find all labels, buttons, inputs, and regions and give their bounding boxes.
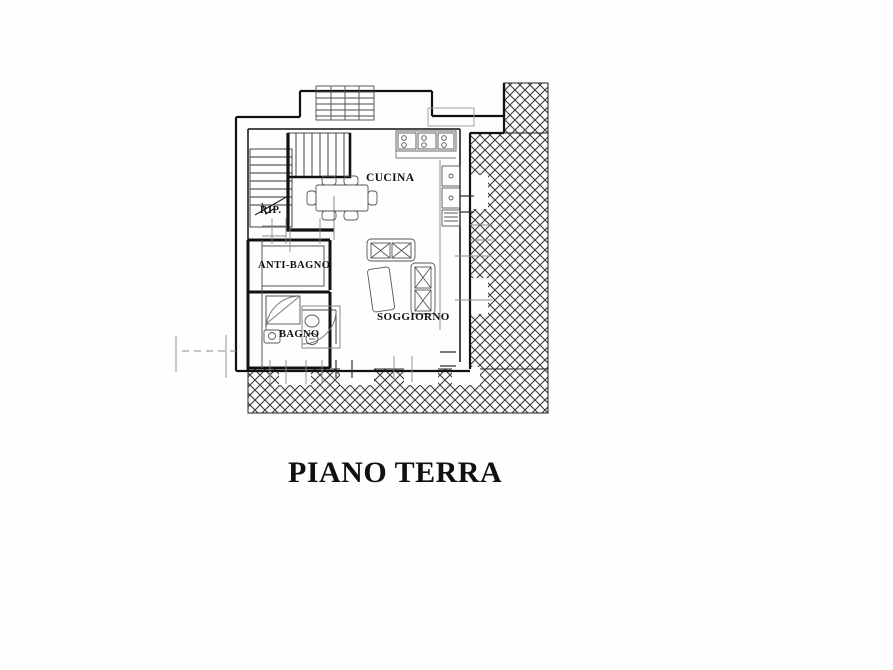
internal-staircase bbox=[249, 132, 352, 232]
opening-jambs bbox=[335, 195, 474, 378]
window-bottom-4 bbox=[452, 367, 480, 385]
dimension-lines bbox=[175, 218, 492, 384]
coffee-table bbox=[367, 266, 396, 313]
internal-partitions-thin bbox=[261, 240, 325, 368]
window-right-1 bbox=[468, 175, 488, 209]
room-label-anti-bagno: ANTI-BAGNO bbox=[258, 260, 331, 271]
window-bottom-2 bbox=[340, 367, 374, 385]
sofa-right bbox=[410, 262, 436, 315]
washbasin bbox=[263, 329, 281, 344]
external-stair bbox=[315, 85, 375, 121]
entry-landing bbox=[427, 107, 475, 127]
bathroom-fixtures bbox=[263, 295, 320, 345]
shower bbox=[265, 295, 301, 325]
room-label-bagno: BAGNO bbox=[279, 329, 320, 340]
kitchen-units bbox=[395, 130, 461, 330]
window-bottom-3 bbox=[404, 367, 438, 385]
room-label-soggiorno: SOGGIORNO bbox=[377, 311, 450, 323]
window-right-2 bbox=[468, 278, 488, 314]
plan-title: PIANO TERRA bbox=[288, 456, 503, 489]
room-label-rip: RIP. bbox=[260, 205, 282, 216]
wall-right-upper bbox=[503, 82, 549, 134]
structural-outline bbox=[234, 83, 506, 373]
sofa-top bbox=[366, 238, 416, 262]
bidet bbox=[305, 333, 319, 345]
room-label-cucina: CUCINA bbox=[366, 172, 415, 184]
wc bbox=[304, 314, 320, 328]
dining-table bbox=[306, 175, 378, 221]
living-room-furniture bbox=[366, 238, 436, 315]
